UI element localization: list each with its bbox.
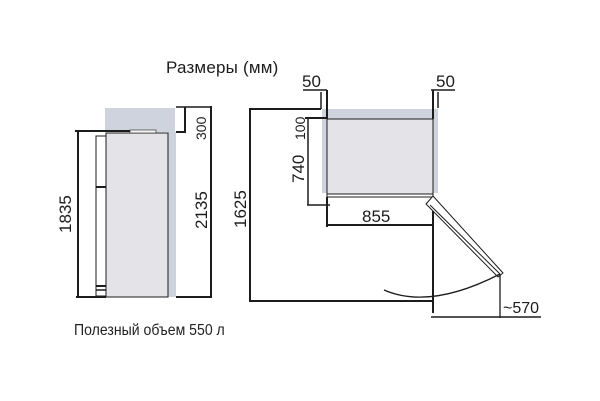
width-label: 855	[362, 207, 390, 226]
diagram-title: Размеры (мм)	[166, 58, 279, 77]
open-door	[425, 195, 504, 278]
total-height-label: 2135	[192, 191, 211, 229]
side-clearance-zone	[168, 132, 176, 297]
fridge-body	[105, 132, 169, 298]
usable-volume-caption: Полезный объем 550 л	[74, 322, 225, 339]
door-swing-label: ~570	[503, 300, 539, 317]
front-height-label: 1835	[56, 195, 75, 233]
depth-label: 740	[289, 155, 308, 183]
top-clearance-label: 300	[193, 116, 209, 140]
fridge-top-body	[326, 118, 434, 195]
top-clearance-zone	[105, 108, 175, 132]
front-view: 1835 2135 300	[56, 106, 212, 298]
door-swing-arc	[383, 273, 501, 298]
total-depth-label: 1625	[231, 190, 250, 228]
right-clearance-label: 50	[436, 72, 455, 91]
top-view: 1625 740 100 50 50 855 ~570	[231, 72, 541, 318]
left-clearance-label: 50	[302, 72, 321, 91]
fridge-door-edge	[95, 135, 107, 297]
back-clearance-label: 100	[292, 116, 308, 140]
